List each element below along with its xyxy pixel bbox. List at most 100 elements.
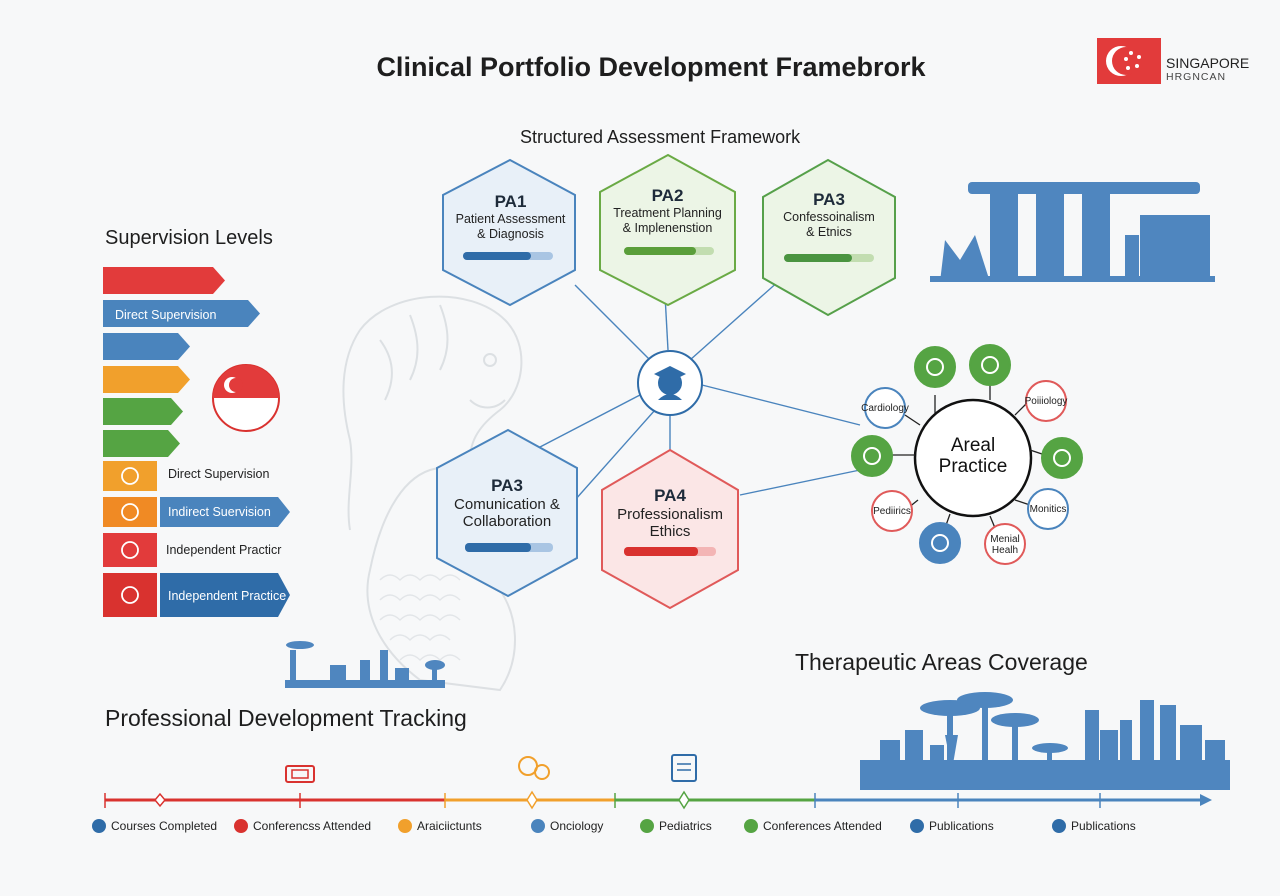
therapeutic-area-label: Poiiiology [1024,396,1068,407]
legend-item: Publications [1052,819,1136,833]
logo-text: SINGAPORE [1166,55,1250,71]
hexagon-pa3[interactable]: PA3 Confessoinalism & Etnics [763,190,895,240]
people-icon [926,358,944,376]
person-icon [121,541,139,559]
therapeutic-area-circle[interactable] [984,523,1026,565]
therapeutic-area-label: Pediirics [873,506,911,517]
hexagon-name: & Implenenstion [622,221,713,235]
supervision-top-bar [103,300,260,327]
legend-label: Araiciictunts [417,819,482,833]
legend-marker-icon [744,819,758,833]
legend-item: Conferencss Attended [234,819,371,833]
hexagon-name: & Etnics [806,225,852,239]
legend-label: Pediatrics [659,819,712,833]
hexagon-pa4[interactable]: PA4 Professionalism Ethics [602,486,738,540]
supervision-level-label: Direct Supervision [168,467,270,481]
legend-marker-icon [398,819,412,833]
merlion-scales [379,574,461,662]
timeline [104,790,1212,810]
hexagon-code: PA3 [813,190,845,209]
merlion-watermark [342,295,523,692]
therapeutic-area-label: Menial Healh [990,534,1020,556]
hexagon-name: Ethics [649,523,691,540]
hexagon-name: Confessoinalism [783,210,875,224]
therapeutic-title: Therapeutic Areas Coverage [795,649,1088,675]
timeline-icons [285,754,697,783]
legend-label: Courses Completed [111,819,218,833]
therapeutic-area-circle[interactable] [1025,380,1067,422]
supervision-top-bar [103,267,225,294]
therapeutic-area-circle[interactable] [864,387,906,429]
legend-item: Courses Completed [92,819,217,833]
supervision-top-bar [103,398,183,425]
therapeutic-hub-label: Areal Practice [938,435,1008,477]
stethoscope-icon [863,447,881,465]
mail-icon [931,534,949,552]
legend-label: Onciology [550,819,604,833]
legend-marker-icon [234,819,248,833]
hexagon-pa2[interactable]: PA2 Treatment Planning & Implenenstion [600,186,735,236]
supervision-level-label: Independent Practicr [166,543,282,557]
hexagon-code: PA2 [651,186,684,205]
hexagon-name: Collaboration [462,513,552,530]
hexagon-pa1[interactable]: PA1 Patient Assessment & Diagnosis [443,192,578,242]
legend-marker-icon [1052,819,1066,833]
hexagon-code: PA3 [491,476,523,495]
legend-item: Onciology [531,819,603,833]
hexagon-code: PA4 [654,486,686,505]
legend-item: Publications [910,819,994,833]
city-skyline-left [285,641,445,688]
therapeutic-area-circle[interactable] [851,435,893,477]
therapeutic-area-circle[interactable] [1027,488,1069,530]
supervision-top-bar [103,366,190,393]
gardens-skyline [860,692,1230,790]
therapeutic-area-circle[interactable] [969,344,1011,386]
person-icon [121,467,139,485]
hexagon-name: Comunication & [454,496,560,513]
legend-item: Conferences Attended [744,819,882,833]
hexagon-pa3b-shape [436,428,578,598]
legend-marker-icon [640,819,654,833]
hexagon-name: Treatment Planning [613,206,722,220]
supervision-top-bar [103,333,190,360]
therapeutic-area-circle[interactable] [1041,437,1083,479]
marina-bay-skyline [930,182,1215,282]
connector-lines [514,279,861,501]
hexagon-pa3-shape [762,158,896,317]
center-node [637,350,703,416]
legend-label: Conferencss Attended [253,819,372,833]
hexagon-pa2-shape [599,153,736,307]
legend-item: Pediatrics [640,819,712,833]
therapeutic-area-circle[interactable] [871,490,913,532]
therapeutic-area-circle[interactable] [919,522,961,564]
supervision-level-tag [160,497,290,527]
supervision-level-icon [103,497,157,527]
supervision-level-icon [103,461,157,491]
person-icon [121,586,139,604]
team-icon [1053,449,1071,467]
supervision-level-label: Independent Practice [168,589,287,603]
singapore-seal [212,364,280,432]
tracking-title: Professional Development Tracking [105,705,467,731]
hexagon-code: PA1 [494,192,527,211]
page-title: Clinical Portfolio Development Framebror… [376,52,926,82]
person-icon [121,503,139,521]
therapeutic-area-label: Cardiology [861,403,909,414]
legend-item: Araiciictunts [398,819,482,833]
legend-marker-icon [531,819,545,833]
therapeutic-area-label: Monitics [1029,504,1067,515]
supervision-title: Supervision Levels [105,227,273,249]
hexagon-pa3-communication[interactable]: PA3 Comunication & Collaboration [437,476,577,530]
legend-marker-icon [910,819,924,833]
supervision-bar-label: Direct Supervision [115,308,217,322]
supervision-bars [103,267,290,617]
supervision-level-icon [103,533,157,567]
supervision-top-bar [103,430,180,457]
legend-label: Conferences Attended [763,819,882,833]
legend-marker-icon [92,819,106,833]
singapore-flag-icon [1097,38,1161,84]
therapeutic-area-circle[interactable] [914,346,956,388]
hexagon-pa4-shape [601,448,739,610]
logo-subtext: HRGNCAN [1166,71,1227,83]
